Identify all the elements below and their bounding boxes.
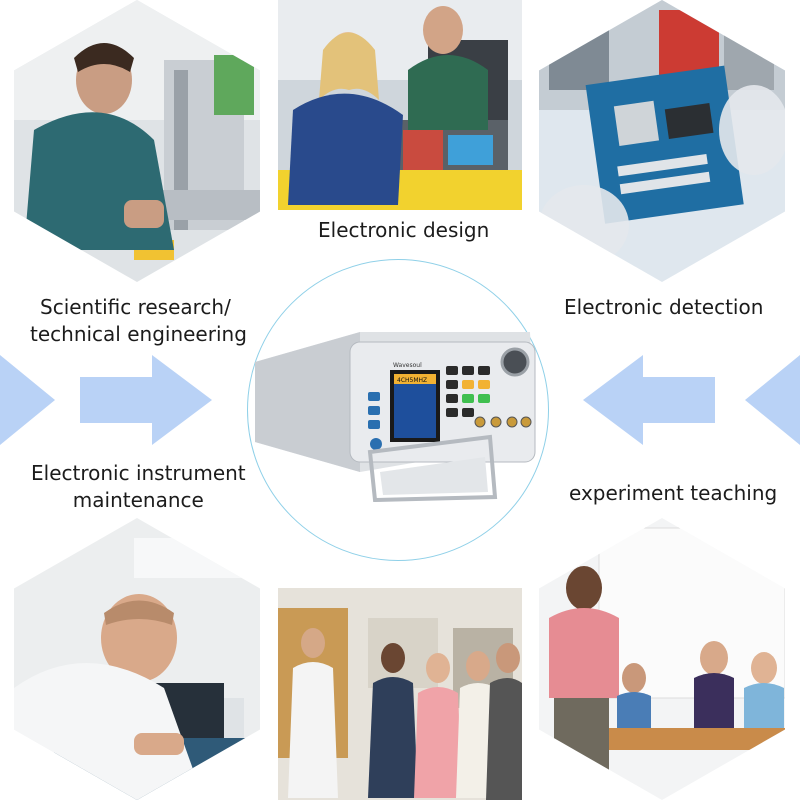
label-instrument-maintenance: Electronic instrument maintenance	[31, 460, 246, 514]
label-scientific-research-line1: Scientific research/	[40, 295, 231, 319]
photo-electronic-detection	[539, 0, 785, 282]
signal-generator-device: 4CH5MHZ Wavesoul	[255, 332, 536, 502]
label-electronic-design: Electronic design	[318, 218, 490, 242]
label-instrument-maintenance-line1: Electronic instrument	[31, 461, 246, 485]
arrow-left-icon	[583, 355, 715, 445]
arrow-right-icon	[0, 355, 55, 445]
photo-instrument-maintenance	[14, 518, 260, 800]
arrow-left-icon	[745, 355, 800, 445]
arrow-right-icon	[80, 355, 212, 445]
label-instrument-maintenance-line2: maintenance	[72, 488, 204, 512]
label-experiment-teaching: experiment teaching	[569, 481, 778, 505]
photo-scientific-research	[14, 0, 260, 282]
label-scientific-research-line2: technical engineering	[30, 322, 247, 346]
photo-lab-group	[278, 588, 522, 800]
label-electronic-detection: Electronic detection	[564, 295, 764, 319]
photo-electronic-design	[278, 0, 522, 210]
photo-experiment-teaching	[539, 518, 785, 800]
label-scientific-research: Scientific research/ technical engineeri…	[30, 294, 247, 348]
device-screen-header: 4CH5MHZ	[397, 377, 427, 384]
device-brand: Wavesoul	[393, 362, 422, 369]
